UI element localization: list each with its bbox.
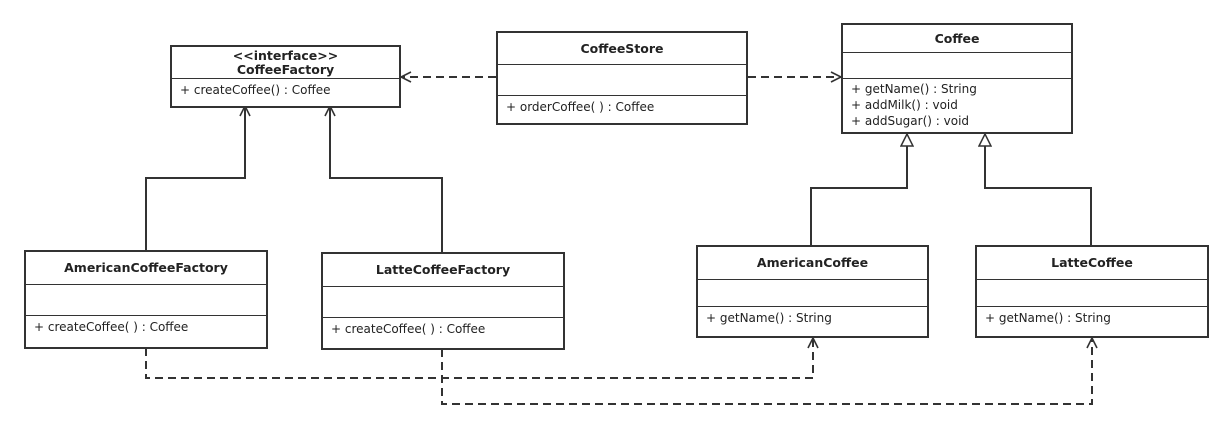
coffee-header: Coffee (843, 25, 1071, 54)
latte-coffee-factory-op-create: + createCoffee( ) : Coffee (331, 322, 486, 336)
latte-coffee-op-get-name: + getName() : String (985, 311, 1111, 325)
coffee-op-add-sugar: + addSugar() : void (851, 114, 970, 128)
latte-coffee-class[interactable]: LatteCoffee + getName() : String (975, 245, 1209, 338)
coffee-store-class[interactable]: CoffeeStore + orderCoffee( ) : Coffee (496, 31, 748, 125)
american-factory-implements-factory (145, 106, 245, 250)
american-coffee-attributes (698, 280, 927, 307)
coffee-name: Coffee (934, 30, 980, 46)
latte-coffee-factory-class[interactable]: LatteCoffeeFactory + createCoffee( ) : C… (321, 252, 565, 350)
coffee-factory-class[interactable]: <<interface>> CoffeeFactory + createCoff… (170, 45, 401, 108)
latte-coffee-operations: + getName() : String (977, 307, 1207, 336)
american-factory-creates-american-coffee (145, 338, 813, 379)
coffee-class[interactable]: Coffee + getName() : String + addMilk() … (841, 23, 1073, 134)
coffee-store-operations: + orderCoffee( ) : Coffee (498, 96, 746, 123)
american-coffee-class[interactable]: AmericanCoffee + getName() : String (696, 245, 929, 338)
american-coffee-factory-header: AmericanCoffeeFactory (26, 252, 266, 285)
american-coffee-factory-class[interactable]: AmericanCoffeeFactory + createCoffee( ) … (24, 250, 268, 349)
latte-coffee-factory-attributes (323, 287, 563, 318)
american-coffee-op-get-name: + getName() : String (706, 311, 832, 325)
latte-coffee-extends-coffee (985, 134, 1092, 245)
american-coffee-operations: + getName() : String (698, 307, 927, 336)
latte-coffee-name: LatteCoffee (1051, 255, 1133, 270)
latte-coffee-factory-header: LatteCoffeeFactory (323, 254, 563, 287)
coffee-factory-name: CoffeeFactory (236, 61, 335, 77)
coffee-store-attributes (498, 65, 746, 96)
coffee-store-name: CoffeeStore (580, 40, 664, 56)
latte-coffee-factory-operations: + createCoffee( ) : Coffee (323, 318, 563, 348)
latte-coffee-factory-name: LatteCoffeeFactory (375, 262, 511, 277)
american-coffee-header: AmericanCoffee (698, 247, 927, 280)
latte-factory-creates-latte-coffee (441, 338, 1092, 405)
coffee-op-get-name: + getName() : String (851, 82, 977, 96)
coffee-store-op-order: + orderCoffee( ) : Coffee (506, 100, 655, 114)
american-coffee-name: AmericanCoffee (756, 255, 869, 270)
latte-factory-implements-factory (330, 106, 443, 252)
latte-coffee-header: LatteCoffee (977, 247, 1207, 280)
latte-coffee-attributes (977, 280, 1207, 307)
american-coffee-factory-name: AmericanCoffeeFactory (64, 260, 228, 275)
coffee-store-header: CoffeeStore (498, 33, 746, 65)
coffee-factory-stereotype: <<interface>> (232, 47, 339, 63)
american-coffee-extends-coffee (810, 134, 907, 245)
coffee-factory-header: <<interface>> CoffeeFactory (172, 47, 399, 79)
coffee-factory-operations: + createCoffee() : Coffee (172, 79, 399, 106)
coffee-factory-op-create: + createCoffee() : Coffee (180, 83, 331, 97)
coffee-op-add-milk: + addMilk() : void (851, 98, 958, 112)
american-coffee-factory-op-create: + createCoffee( ) : Coffee (34, 320, 189, 334)
american-coffee-factory-attributes (26, 285, 266, 316)
coffee-attributes (843, 53, 1071, 79)
american-coffee-factory-operations: + createCoffee( ) : Coffee (26, 316, 266, 347)
coffee-operations: + getName() : String + addMilk() : void … (843, 79, 1071, 132)
